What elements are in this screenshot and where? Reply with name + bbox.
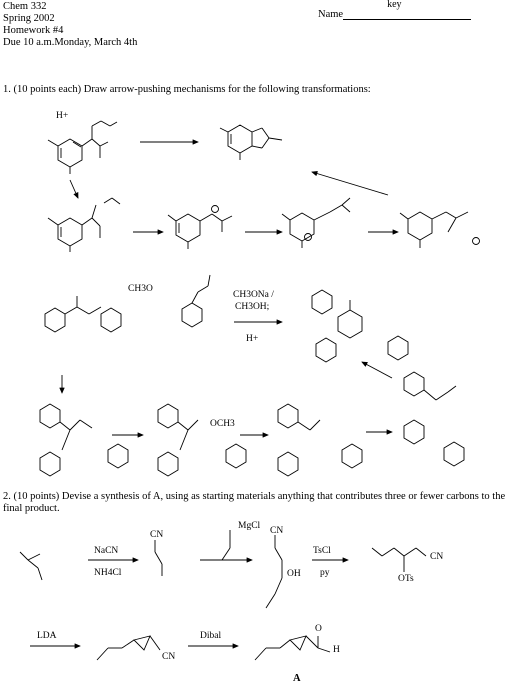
arrow-down1: [69, 179, 79, 199]
molecule-start: [47, 120, 118, 174]
reagent-dibal: Dibal: [200, 631, 222, 641]
chalcone: [44, 296, 122, 333]
label-cn-1: CN: [150, 530, 164, 540]
lactone-product: [311, 289, 409, 363]
label-ch3ona: CH3ONa /: [233, 290, 274, 300]
question-2-text: 2. (10 points) Devise a synthesis of A, …: [3, 491, 506, 514]
reagent-nh4cl: NH4Cl: [94, 568, 122, 578]
arrow-back: [361, 361, 393, 379]
label-ch3oh: CH3OH;: [235, 302, 270, 312]
cyclopropyl-nitrile: [96, 635, 161, 661]
reagent-mgcl: MgCl: [238, 521, 261, 531]
intermediate-2: [167, 205, 233, 249]
arrow-return: [311, 170, 389, 196]
tosylate-nitrile: [371, 547, 427, 572]
label-och3: OCH3: [210, 419, 235, 429]
molecule-benzofuran: [219, 124, 283, 160]
label-cn-3: CN: [430, 552, 444, 562]
intermediate-8: [403, 371, 465, 467]
label-ch3o: CH3O: [128, 284, 153, 294]
question-1-text: 1. (10 points each) Draw arrow-pushing m…: [3, 84, 371, 95]
label-h-plus-2: H+: [246, 334, 259, 344]
label-h: H: [333, 645, 340, 655]
intermediate-1: [47, 197, 121, 252]
alcohol-nitrile: [265, 535, 283, 609]
term-line: Spring 2002: [3, 13, 55, 24]
reagent-tscl: TsCl: [313, 546, 331, 556]
label-oh: OH: [287, 569, 301, 579]
product-label-a: A: [293, 673, 301, 684]
reagent-nacn: NaCN: [94, 546, 119, 556]
label-ots: OTs: [398, 574, 414, 584]
due-line: Due 10 a.m.Monday, March 4th: [3, 37, 138, 48]
label-o: O: [315, 624, 322, 634]
assignment-line: Homework #4: [3, 25, 64, 36]
phenylacetaldehyde: [181, 274, 211, 328]
intermediate-5: [39, 403, 129, 477]
intermediate-3: [281, 197, 351, 248]
reagent-py: py: [320, 568, 330, 578]
intermediate-6: [157, 403, 247, 477]
header-block: Chem 332 Spring 2002 Homework #4 Due 10 …: [3, 1, 137, 49]
intermediate-7: [277, 403, 363, 477]
allyl-grignard: [221, 530, 231, 561]
name-field: Name key: [318, 0, 472, 20]
product-A: [254, 635, 331, 661]
intermediate-4: [399, 211, 480, 248]
course-line: Chem 332: [3, 1, 47, 12]
acrolein: [19, 551, 43, 581]
label-cn-4: CN: [162, 652, 176, 662]
aldehyde-nitrile: [154, 540, 163, 576]
name-value: key: [387, 0, 402, 10]
name-label: Name: [318, 9, 344, 20]
label-cn-2: CN: [270, 526, 284, 536]
reagent-lda: LDA: [37, 631, 57, 641]
label-h-plus: H+: [56, 111, 69, 121]
